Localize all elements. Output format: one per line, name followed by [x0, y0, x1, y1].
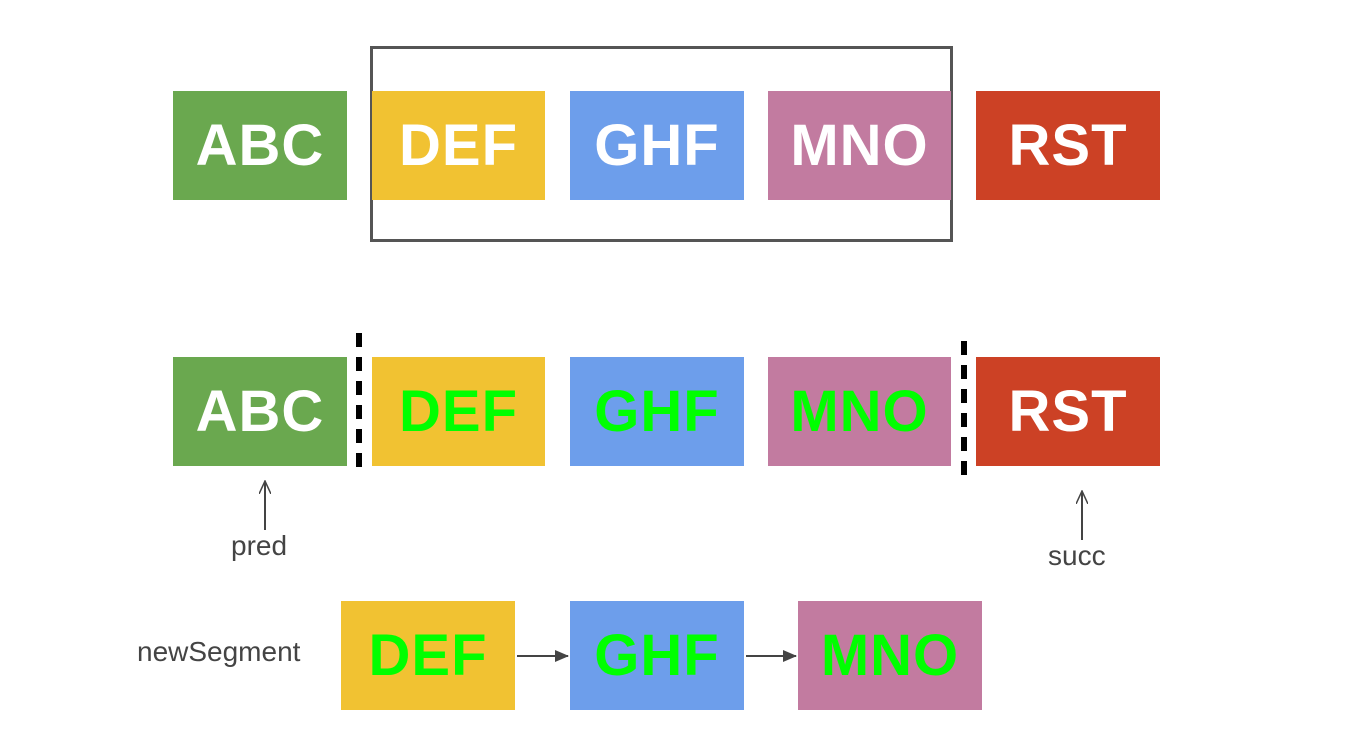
node-mno-row1: MNO: [768, 91, 951, 200]
selection-frame: [370, 46, 953, 242]
node-abc-row2: ABC: [173, 357, 347, 466]
pred-label: pred: [231, 530, 288, 561]
succ-label: succ: [1048, 540, 1106, 571]
node-mno-row2: MNO: [768, 357, 951, 466]
node-def-row2: DEF: [372, 357, 545, 466]
node-ghf-row3: GHF: [570, 601, 744, 710]
node-ghf-row2: GHF: [570, 357, 744, 466]
node-rst-row1: RST: [976, 91, 1160, 200]
node-abc-row1: ABC: [173, 91, 347, 200]
node-def-row3: DEF: [341, 601, 515, 710]
node-rst-row2: RST: [976, 357, 1160, 466]
node-ghf-row1: GHF: [570, 91, 744, 200]
node-mno-row3: MNO: [798, 601, 982, 710]
new-segment-label: newSegment: [137, 636, 301, 667]
node-def-row1: DEF: [372, 91, 545, 200]
